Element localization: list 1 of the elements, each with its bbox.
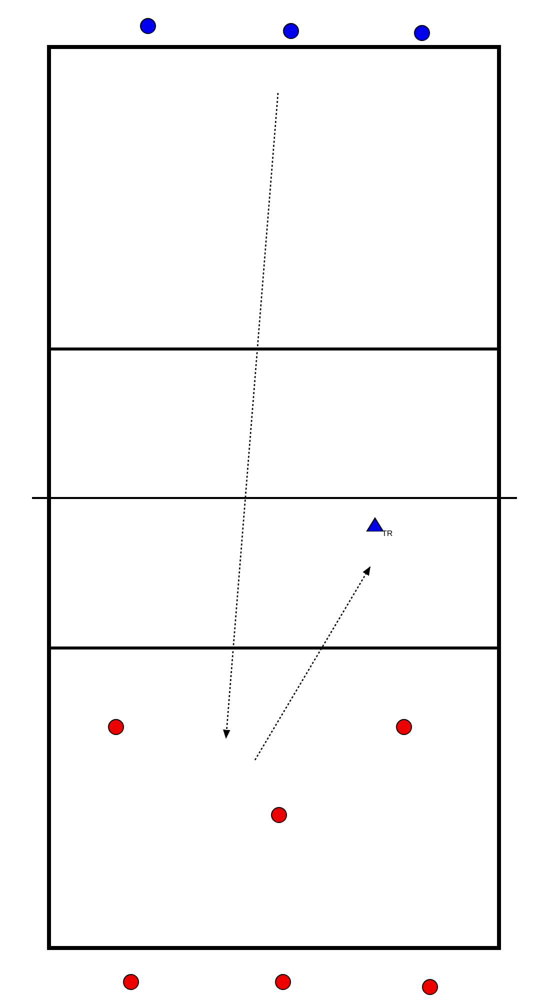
player-label: TR <box>382 530 393 538</box>
